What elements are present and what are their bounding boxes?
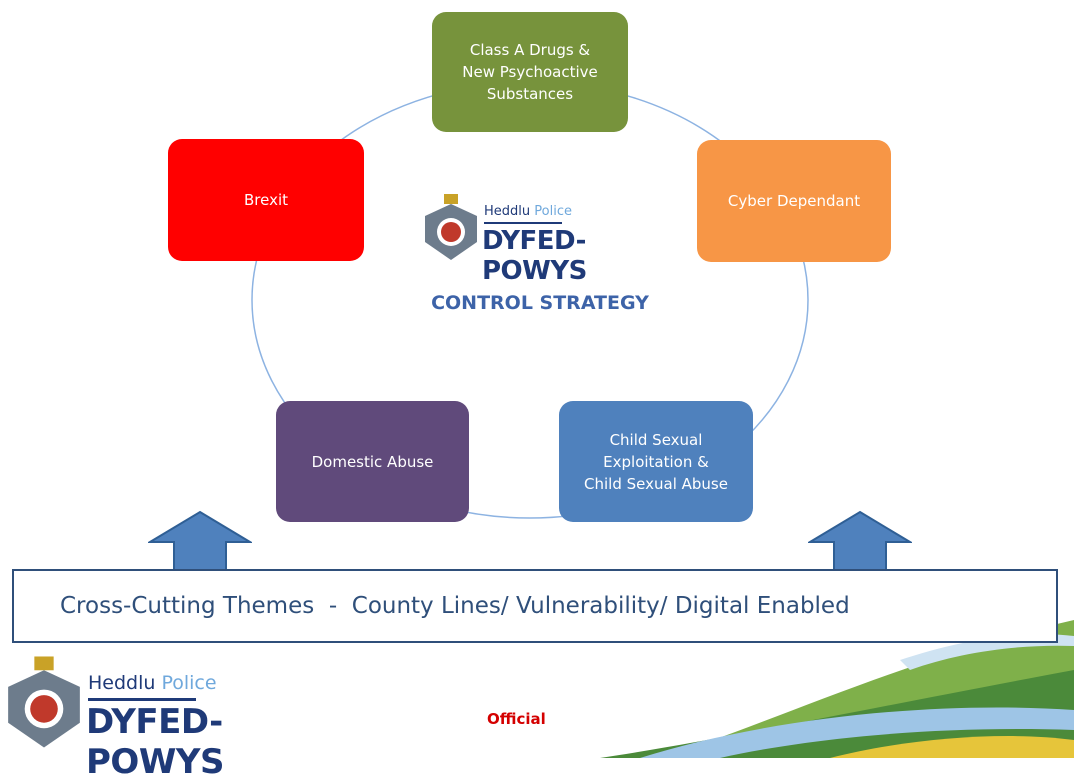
classification-label: Official [487,710,546,728]
landscape-graphic [600,620,1074,758]
node-brexit: Brexit [168,139,364,261]
node-child-sexual-exploitation: Child Sexual Exploitation & Child Sexual… [559,401,753,522]
logo-heddlu-text: Heddlu [484,204,531,219]
up-arrow-left-icon [148,510,252,571]
diagram-title: CONTROL STRATEGY [431,292,649,314]
node-domestic-abuse: Domestic Abuse [276,401,469,522]
footer-logo-heddlu-text: Heddlu [88,672,156,694]
logo-name: DYFED-POWYS [482,226,587,286]
dyfed-powys-logo-center: Heddlu Police DYFED-POWYS [422,192,662,286]
node-class-a-drugs: Class A Drugs & New Psychoactive Substan… [432,12,628,132]
up-arrow-right-icon [808,510,912,571]
logo-police-text: Police [534,204,572,219]
police-crest-icon [8,656,80,748]
footer-logo-police-text: Police [161,672,217,694]
node-cyber-dependant: Cyber Dependant [697,140,891,262]
police-crest-icon [425,194,477,260]
footer-logo-name: DYFED-POWYS [86,702,224,782]
dyfed-powys-logo-footer: Heddlu Police DYFED-POWYS [4,652,344,782]
logo-heddlu-police: Heddlu Police [484,204,572,219]
cross-cutting-themes-box: Cross-Cutting Themes - County Lines/ Vul… [12,569,1058,643]
footer-logo-underline [88,698,196,701]
footer-logo-heddlu-police: Heddlu Police [88,672,217,694]
logo-underline [484,222,562,224]
